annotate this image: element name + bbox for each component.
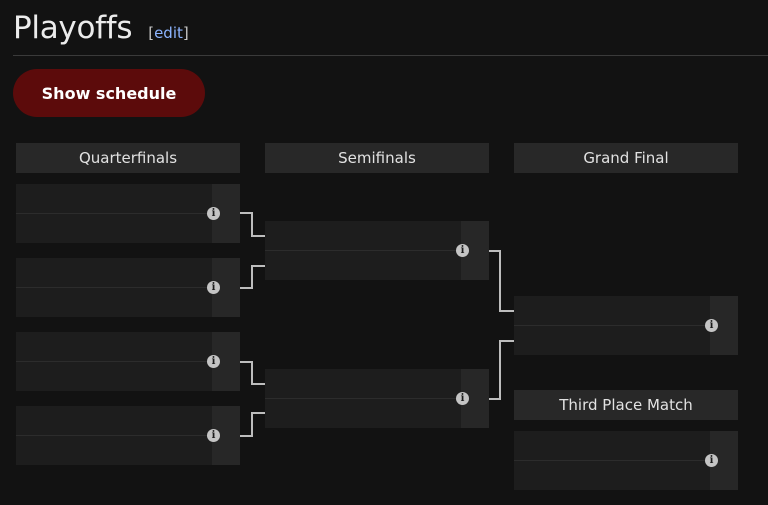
round-header-grand-final: Grand Final [514, 143, 738, 173]
team-slot-bottom[interactable] [16, 362, 212, 391]
info-icon[interactable]: i [207, 207, 220, 220]
match-semifinal-1[interactable]: i [265, 221, 489, 280]
page-title: Playoffs [13, 10, 133, 46]
team-slot-bottom[interactable] [265, 399, 461, 428]
connector-sf-to-final [489, 250, 514, 400]
heading-divider [13, 55, 768, 56]
team-slot-bottom[interactable] [514, 326, 710, 355]
team-slot-top[interactable] [16, 258, 212, 288]
team-slot-top[interactable] [514, 431, 710, 461]
edit-link[interactable]: edit [154, 24, 183, 42]
edit-section-link-wrapper: [edit] [148, 24, 189, 42]
connector-qf3-qf4-to-sf2 [240, 361, 265, 437]
team-slot-bottom[interactable] [16, 288, 212, 317]
match-quarterfinal-3[interactable]: i [16, 332, 240, 391]
round-header-quarterfinals: Quarterfinals [16, 143, 240, 173]
team-slot-top[interactable] [16, 184, 212, 214]
team-slot-top[interactable] [265, 369, 461, 399]
match-grand-final[interactable]: i [514, 296, 738, 355]
match-quarterfinal-1[interactable]: i [16, 184, 240, 243]
info-icon[interactable]: i [456, 244, 469, 257]
match-third-place[interactable]: i [514, 431, 738, 490]
edit-bracket-close: ] [182, 24, 189, 42]
team-slot-bottom[interactable] [16, 436, 212, 465]
team-slot-top[interactable] [265, 221, 461, 251]
team-slot-bottom[interactable] [16, 214, 212, 243]
team-slot-bottom[interactable] [514, 461, 710, 490]
team-slot-top[interactable] [16, 406, 212, 436]
show-schedule-button[interactable]: Show schedule [13, 69, 205, 117]
info-icon[interactable]: i [705, 454, 718, 467]
info-icon[interactable]: i [705, 319, 718, 332]
info-icon[interactable]: i [207, 355, 220, 368]
match-quarterfinal-4[interactable]: i [16, 406, 240, 465]
match-quarterfinal-2[interactable]: i [16, 258, 240, 317]
match-semifinal-2[interactable]: i [265, 369, 489, 428]
team-slot-bottom[interactable] [265, 251, 461, 280]
round-header-semifinals: Semifinals [265, 143, 489, 173]
edit-bracket-open: [ [148, 24, 155, 42]
connector-qf1-qf2-to-sf1 [240, 212, 265, 289]
info-icon[interactable]: i [456, 392, 469, 405]
team-slot-top[interactable] [16, 332, 212, 362]
info-icon[interactable]: i [207, 281, 220, 294]
info-icon[interactable]: i [207, 429, 220, 442]
round-header-third-place-match: Third Place Match [514, 390, 738, 420]
team-slot-top[interactable] [514, 296, 710, 326]
page-heading: Playoffs [edit] [13, 10, 189, 46]
